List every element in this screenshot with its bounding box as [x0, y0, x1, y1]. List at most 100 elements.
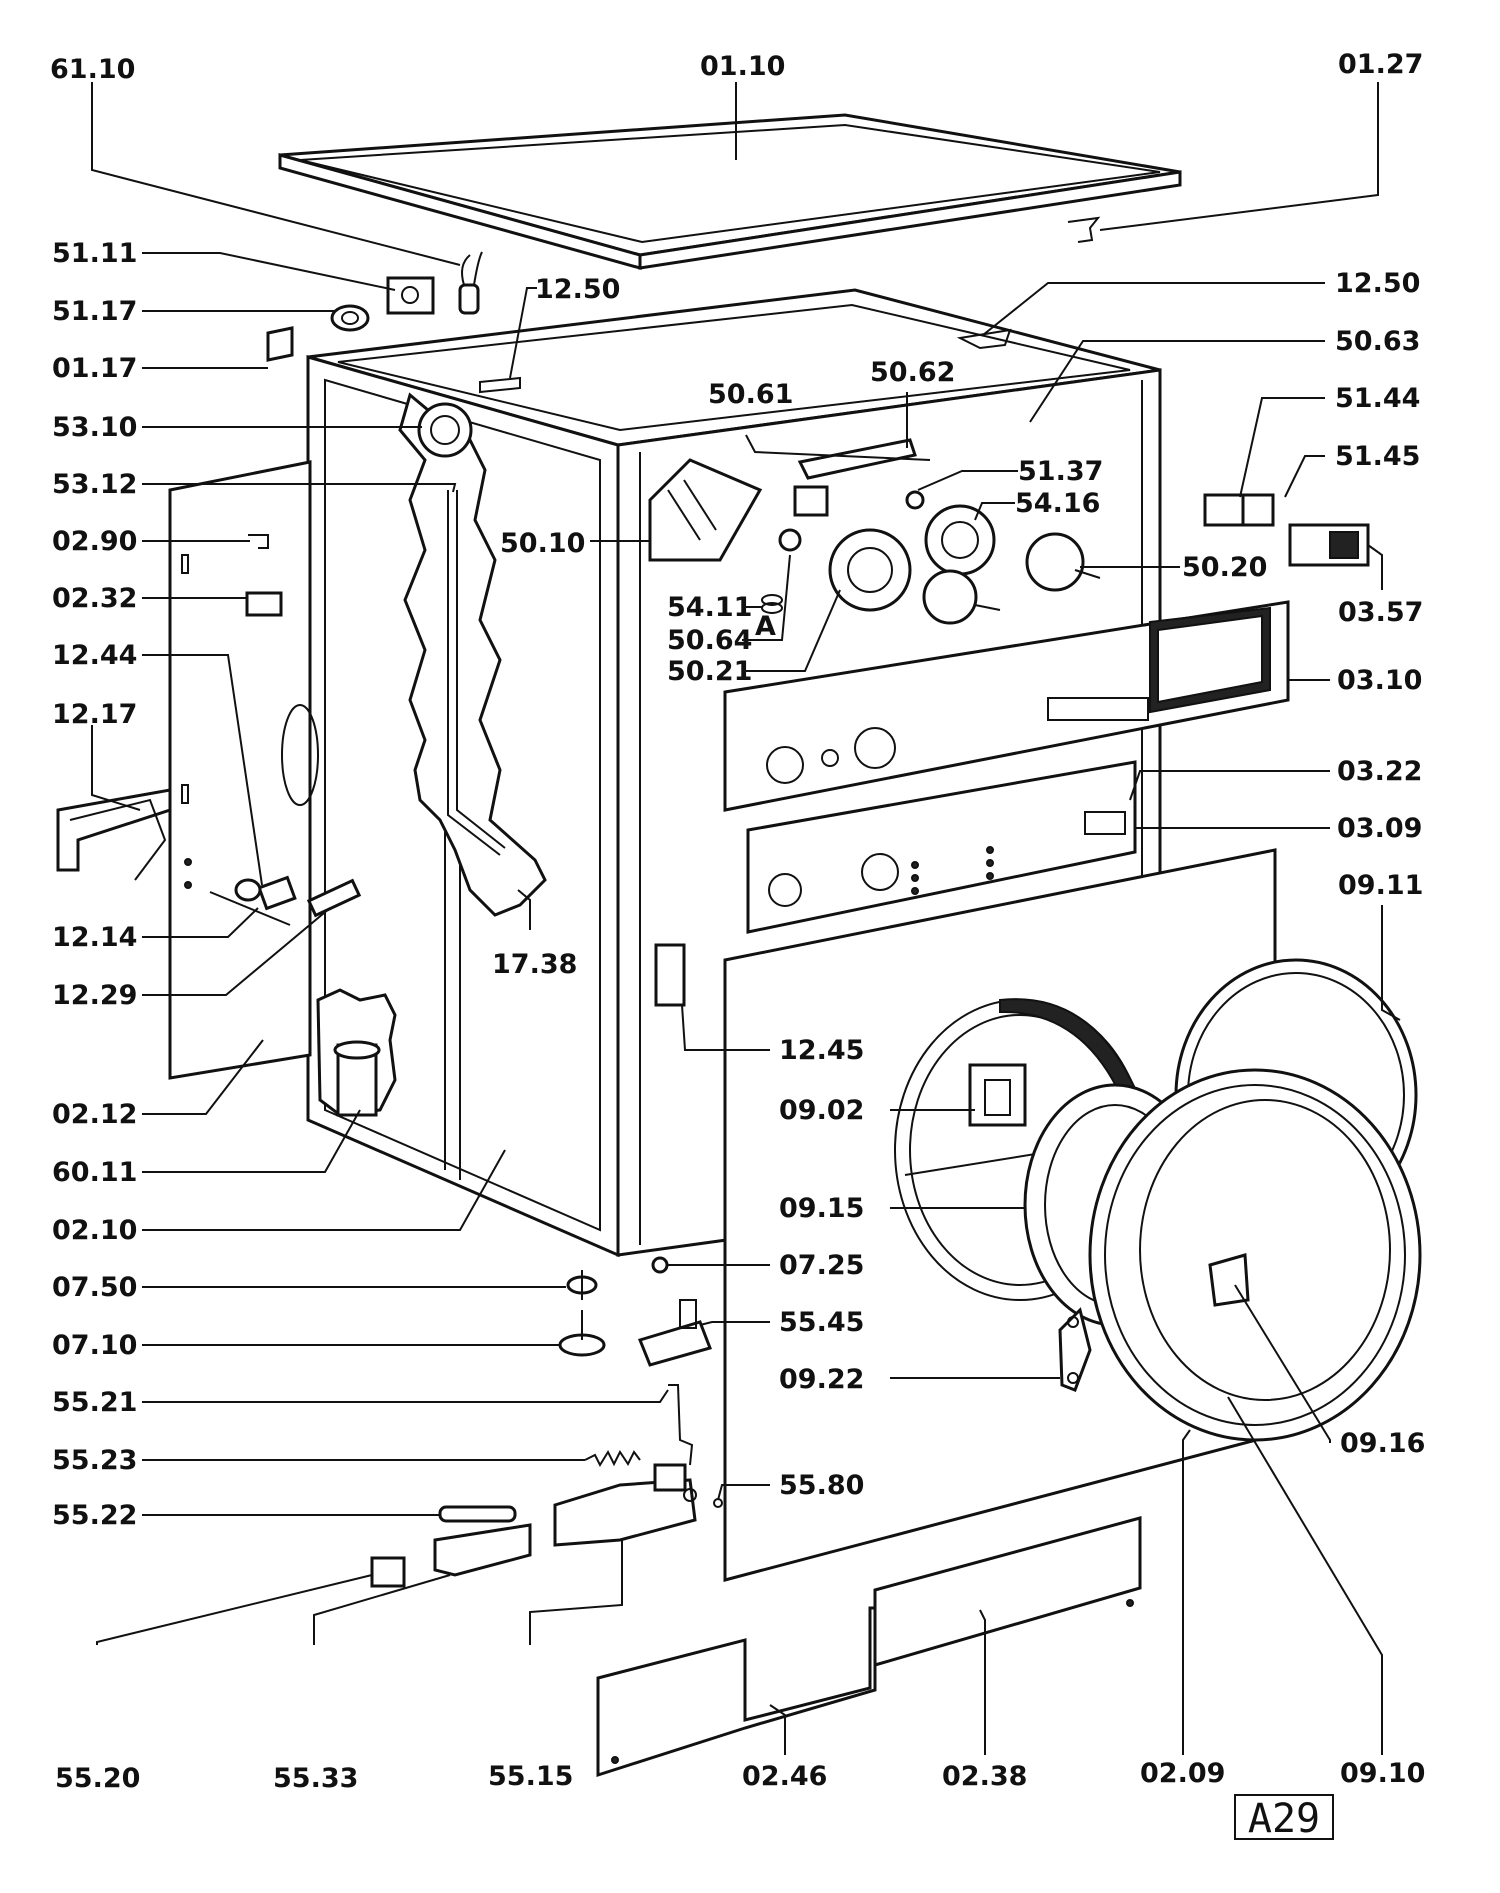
- bracket-1217: [56, 788, 172, 881]
- label-09-10: 09.10: [1340, 1758, 1425, 1789]
- label-50-63: 50.63: [1335, 326, 1420, 357]
- rod-5521: [668, 1384, 694, 1466]
- lever-5522: [438, 1505, 517, 1523]
- front-panel-0209: [723, 848, 1277, 1582]
- label-02-32: 02.32: [52, 583, 137, 614]
- label-12-50-right: 12.50: [1335, 268, 1420, 299]
- drawing-reference-text: A29: [1248, 1796, 1320, 1842]
- label-51-45: 51.45: [1335, 441, 1420, 472]
- door-lock-5515: [553, 1463, 697, 1547]
- label-55-21: 55.21: [52, 1387, 137, 1418]
- label-12-14: 12.14: [52, 922, 137, 953]
- label-55-23: 55.23: [52, 1445, 137, 1476]
- label-55-22: 55.22: [52, 1500, 137, 1531]
- label-02-38: 02.38: [942, 1761, 1027, 1792]
- label-03-57: 03.57: [1338, 597, 1423, 628]
- microswitch-5545: [637, 1299, 712, 1367]
- control-panel-0310: [723, 600, 1290, 812]
- label-02-12: 02.12: [52, 1099, 137, 1130]
- lamp-5117: [330, 304, 370, 332]
- mini-switch-5137: [793, 485, 925, 517]
- indicator-dots: [911, 846, 994, 895]
- part-labels: 61.10 01.10 01.27 51.11 51.17 01.17 12.5…: [50, 49, 1425, 1794]
- label-09-15: 09.15: [779, 1193, 864, 1224]
- label-50-21: 50.21: [667, 656, 752, 687]
- door-0910: [1088, 1068, 1422, 1442]
- label-55-33: 55.33: [273, 1763, 358, 1794]
- hose-parts: [209, 875, 362, 926]
- label-02-90: 02.90: [52, 526, 137, 557]
- label-55-15: 55.15: [488, 1761, 573, 1792]
- switch-block-5144: [1203, 493, 1275, 527]
- label-55-20: 55.20: [55, 1763, 140, 1794]
- control-panel-0322: [746, 760, 1137, 934]
- label-09-02: 09.02: [779, 1095, 864, 1126]
- capacitor-6110: [458, 251, 483, 315]
- label-01-10: 01.10: [700, 51, 785, 82]
- label-51-37: 51.37: [1018, 456, 1103, 487]
- timer-5010: [648, 458, 763, 562]
- label-55-80: 55.80: [779, 1470, 864, 1501]
- leader-lines: [91, 82, 1401, 1755]
- label-17-38: 17.38: [492, 949, 577, 980]
- label-03-22: 03.22: [1337, 756, 1422, 787]
- cover-clip: [1067, 216, 1101, 243]
- label-61-10: 61.10: [50, 54, 135, 85]
- label-01-17: 01.17: [52, 353, 137, 384]
- label-50-62: 50.62: [870, 357, 955, 388]
- drawing-reference: A29: [1234, 1794, 1334, 1842]
- hinge-1245: [654, 943, 686, 1007]
- label-55-45: 55.45: [779, 1307, 864, 1338]
- switch-5520: [370, 1556, 406, 1588]
- block-0232: [245, 591, 283, 617]
- label-60-11: 60.11: [52, 1157, 137, 1188]
- label-51-17: 51.17: [52, 296, 137, 327]
- kick-plate-0246: [596, 1606, 877, 1778]
- label-12-44: 12.44: [52, 640, 137, 671]
- label-53-10: 53.10: [52, 412, 137, 443]
- mains-filter-5111: [386, 276, 435, 315]
- label-50-61: 50.61: [708, 379, 793, 410]
- label-54-11: 54.11: [667, 592, 752, 623]
- switch-5062: [797, 438, 917, 480]
- knobs: [778, 504, 1101, 625]
- label-09-11: 09.11: [1338, 870, 1423, 901]
- hinge-0922: [1058, 1307, 1092, 1392]
- foot-0710: [558, 1310, 606, 1357]
- label-54-16: 54.16: [1015, 488, 1100, 519]
- label-53-12: 53.12: [52, 469, 137, 500]
- label-50-20: 50.20: [1182, 552, 1267, 583]
- label-02-09: 02.09: [1140, 1758, 1225, 1789]
- label-51-44: 51.44: [1335, 383, 1420, 414]
- clip-1250b: [956, 328, 1012, 350]
- label-03-09: 03.09: [1337, 813, 1422, 844]
- holder-5533: [433, 1523, 532, 1577]
- label-12-17: 12.17: [52, 699, 137, 730]
- label-02-46: 02.46: [742, 1761, 827, 1792]
- label-07-10: 07.10: [52, 1330, 137, 1361]
- label-50-64: 50.64: [667, 625, 752, 656]
- label-09-22: 09.22: [779, 1364, 864, 1395]
- label-07-50: 07.50: [52, 1272, 137, 1303]
- pin-5580: [713, 1498, 723, 1508]
- label-09-16: 09.16: [1340, 1428, 1425, 1459]
- spring-5523: [584, 1449, 641, 1468]
- kick-plate-0238: [873, 1516, 1142, 1667]
- label-12-29: 12.29: [52, 980, 137, 1011]
- foot-0750: [566, 1270, 598, 1300]
- label-07-25: 07.25: [779, 1250, 864, 1281]
- indicator-0357: [1288, 523, 1370, 567]
- label-12-45: 12.45: [779, 1035, 864, 1066]
- top-cover: [278, 113, 1182, 270]
- bracket-0117: [266, 326, 294, 362]
- detail-marker-a: A: [755, 611, 776, 642]
- small-clip-0290: [248, 534, 269, 549]
- label-03-10: 03.10: [1337, 665, 1422, 696]
- label-51-11: 51.11: [52, 238, 137, 269]
- label-12-50-left: 12.50: [535, 274, 620, 305]
- screw-0725: [651, 1256, 669, 1274]
- label-01-27: 01.27: [1338, 49, 1423, 80]
- label-50-10: 50.10: [500, 528, 585, 559]
- clip-1250a: [479, 376, 521, 394]
